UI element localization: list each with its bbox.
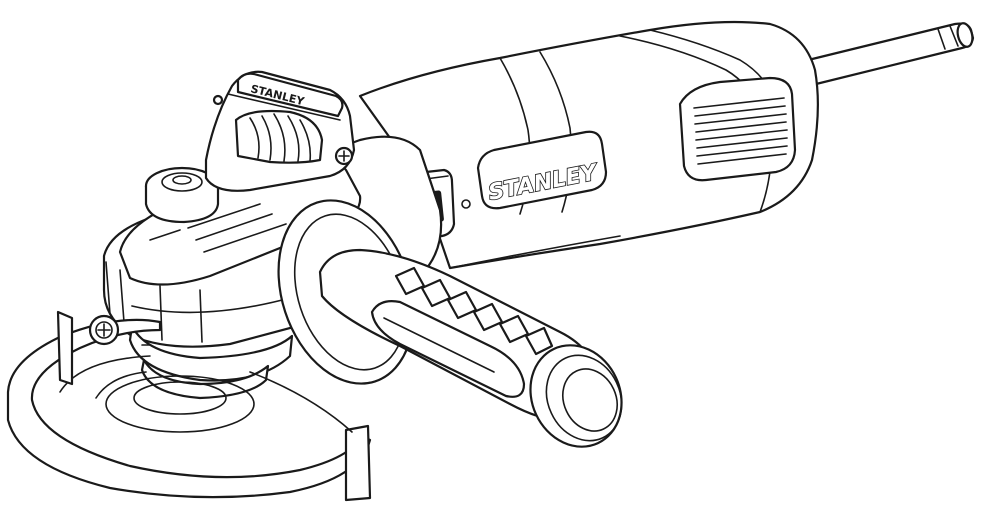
housing-screw-top: [212, 94, 224, 106]
housing-screw: [334, 146, 354, 166]
brand-badge: [476, 130, 608, 210]
guard-screw: [88, 314, 120, 346]
spindle-flange: [128, 324, 294, 400]
indicator-dot: [461, 199, 471, 209]
motor-housing: STANLEY: [358, 20, 819, 270]
wheel-guard: [6, 310, 372, 502]
fan-blades: [249, 113, 312, 162]
vent-panel: [678, 76, 797, 182]
grip-cells: [394, 266, 554, 356]
spindle-lock-button[interactable]: [144, 166, 220, 224]
fan-window: [234, 109, 324, 164]
power-cord: [798, 22, 975, 88]
handle-end-cap: [529, 344, 623, 448]
vent-slots: [693, 97, 788, 165]
side-handle[interactable]: [256, 183, 638, 462]
